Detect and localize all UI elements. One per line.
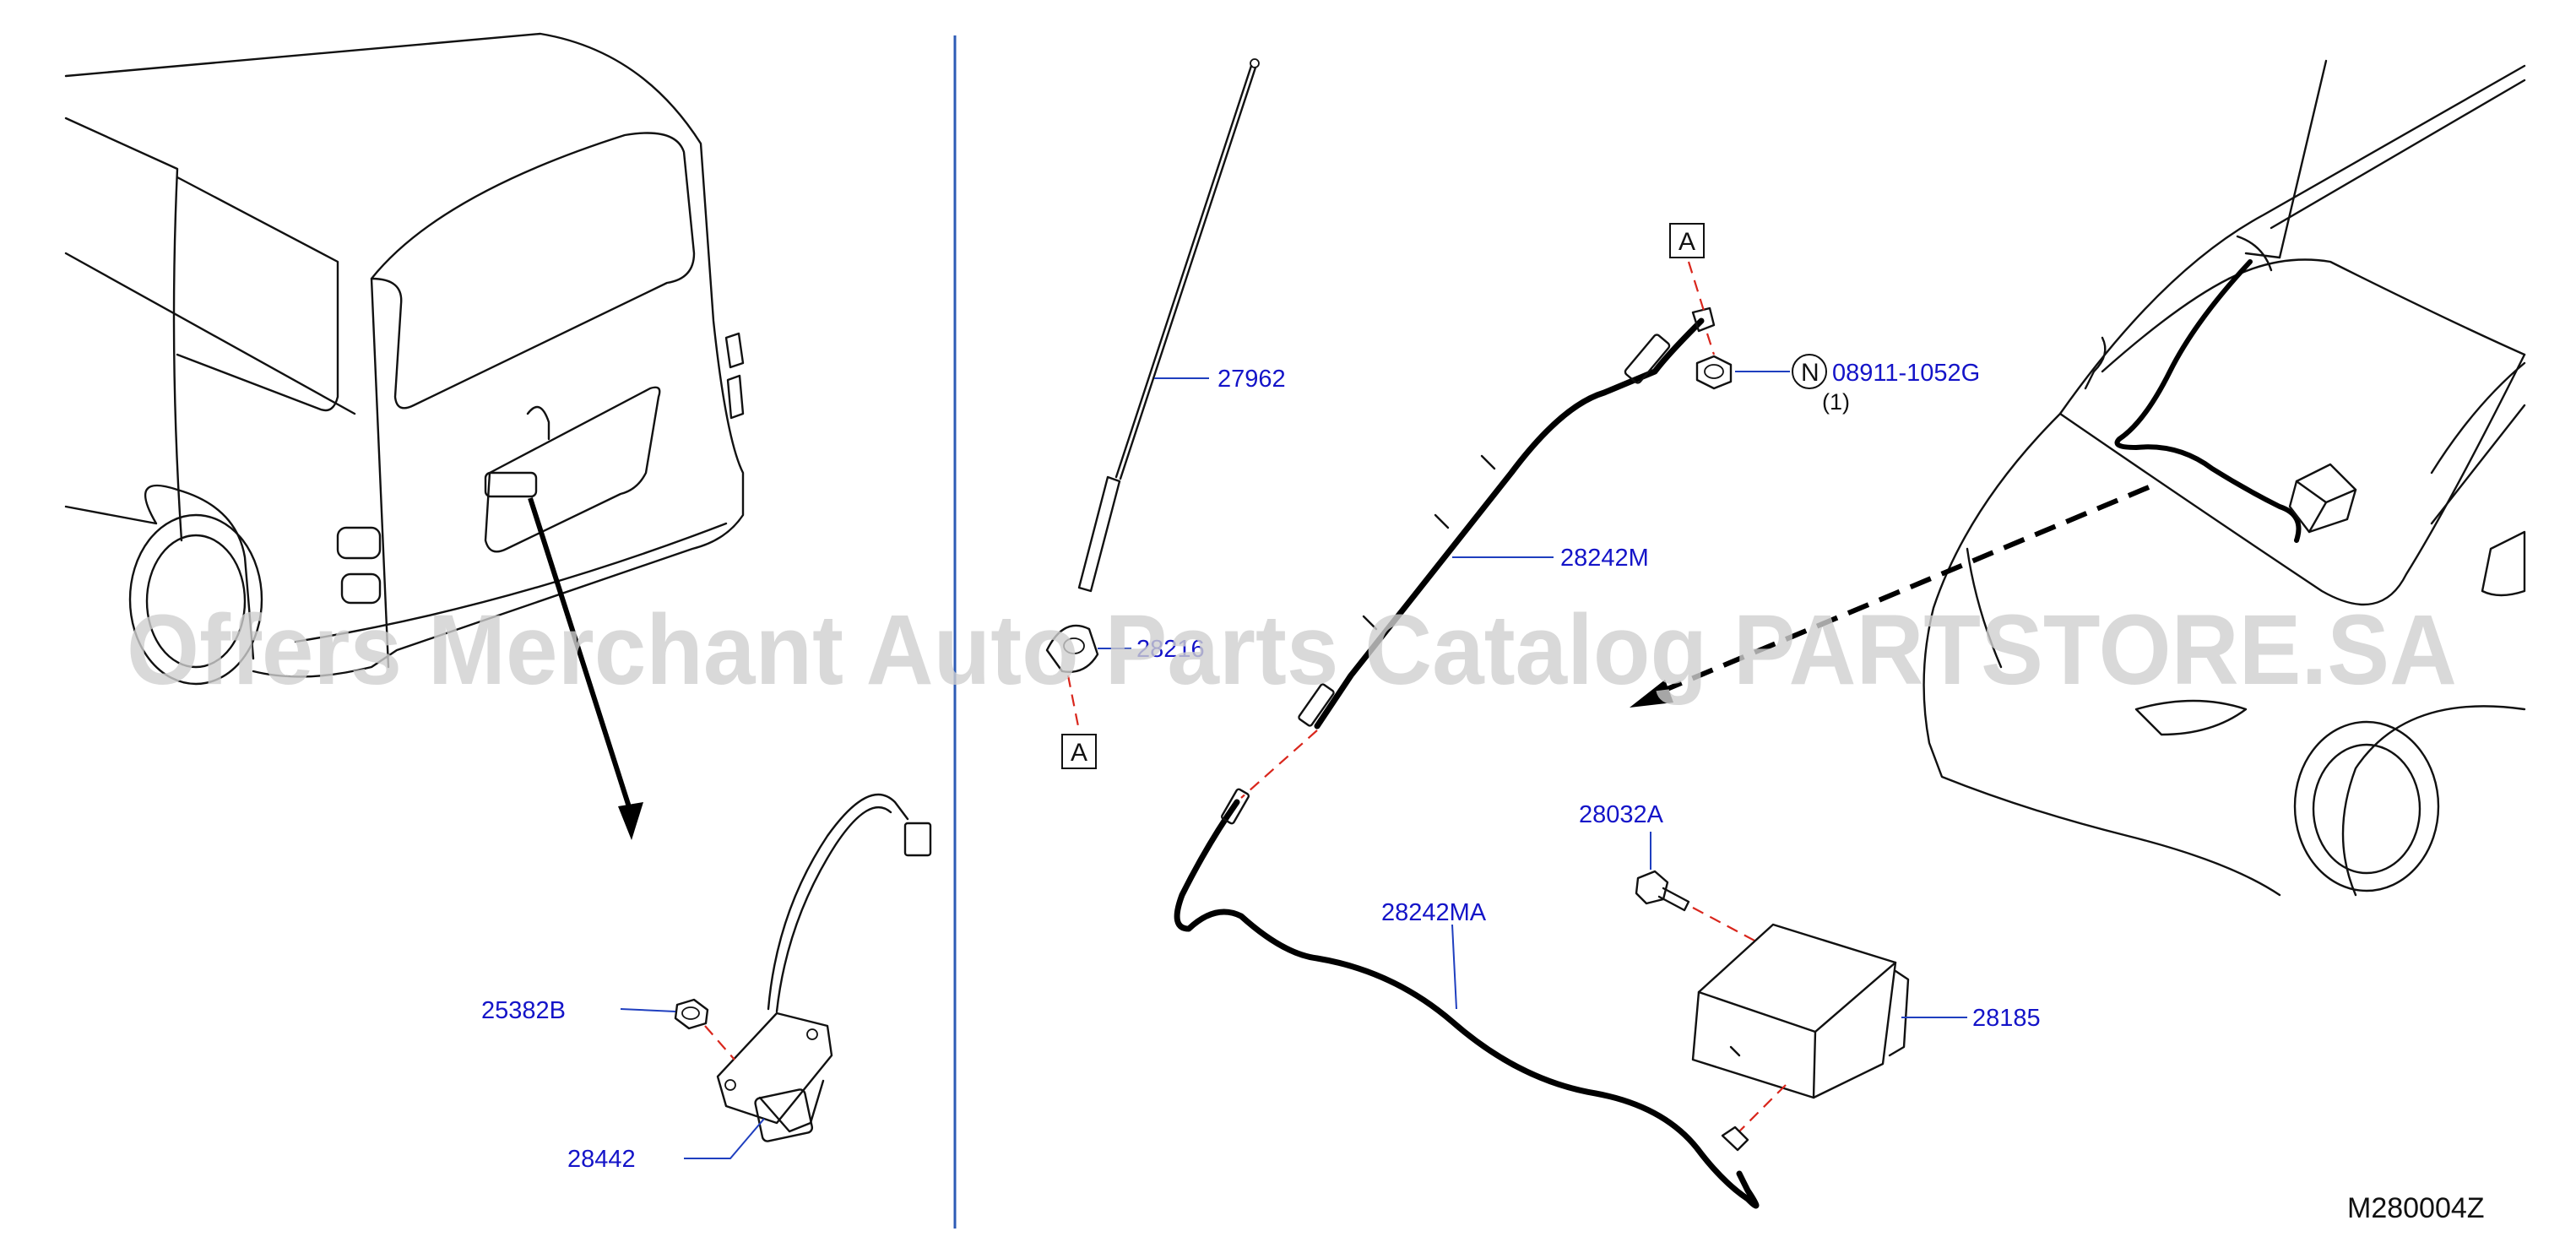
- nut-25382b: [674, 998, 709, 1030]
- diagram-code: M280004Z: [2347, 1192, 2485, 1224]
- svg-text:A: A: [1678, 228, 1695, 256]
- label-28032a: 28032A: [1579, 801, 1664, 828]
- label-28242ma: 28242MA: [1381, 899, 1487, 926]
- connector-line-nut: [1706, 333, 1716, 355]
- connector-line-a-lower: [1066, 675, 1081, 731]
- label-28442: 28442: [567, 1146, 636, 1173]
- quantity-08911: (1): [1822, 389, 1850, 415]
- connector-line-a-upper: [1687, 261, 1706, 312]
- connector-line-module: [1738, 1084, 1787, 1132]
- antenna-cable: [1174, 306, 1760, 1209]
- label-25382b: 25382B: [481, 997, 566, 1024]
- ref-box-a-lower: A: [1061, 734, 1097, 769]
- connector-line-cable: [1240, 730, 1318, 799]
- cable-end-connector: [1721, 1126, 1749, 1152]
- nut-symbol-n: N: [1792, 354, 1827, 389]
- connector-line-bolt: [1692, 907, 1757, 942]
- svg-text:A: A: [1071, 739, 1087, 767]
- label-27962: 27962: [1217, 366, 1286, 393]
- leader-28242ma: [1451, 924, 1457, 1010]
- ref-box-a-upper: A: [1669, 223, 1705, 258]
- front-van-illustration: [1923, 59, 2526, 897]
- label-28185: 28185: [1972, 1005, 2041, 1032]
- left-detail-arrow: [528, 497, 643, 840]
- svg-text:N: N: [1801, 359, 1819, 387]
- label-08911-1052g: 08911-1052G: [1832, 360, 1980, 387]
- bolt-28032a: [1635, 870, 1690, 912]
- antenna-rod-27962: [1077, 58, 1260, 593]
- label-28216: 28216: [1136, 636, 1205, 663]
- label-28242m: 28242M: [1560, 545, 1649, 572]
- antenna-module-28185: [1691, 923, 1910, 1099]
- rear-camera-assembly: [704, 793, 932, 1142]
- leader-25382b: [620, 1008, 676, 1012]
- nut-08911-1052g: [1695, 355, 1733, 390]
- rear-van-illustration: [64, 32, 745, 686]
- right-detail-arrow: [1630, 485, 2150, 708]
- leader-28442: [684, 1118, 765, 1159]
- watermark: Offers Merchant Auto Parts Catalog PARTS…: [127, 594, 2457, 706]
- antenna-base-28216: [1045, 624, 1099, 673]
